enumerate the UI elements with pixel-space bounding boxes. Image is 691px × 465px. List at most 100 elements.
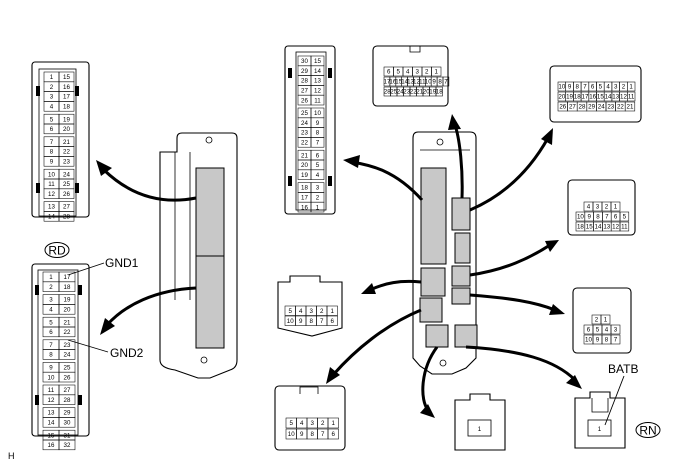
- pin-number: 12: [620, 94, 627, 101]
- pin-number: 11: [314, 97, 321, 104]
- pin-cell: [610, 334, 621, 345]
- pin-number: 3: [614, 327, 618, 334]
- pin-number: 12: [612, 224, 619, 231]
- pin-number: 17: [64, 274, 71, 281]
- pin-number: 8: [576, 84, 580, 91]
- pin-number: 18: [63, 104, 70, 111]
- pin-number: 21: [301, 152, 308, 159]
- pin-number: 18: [574, 94, 581, 101]
- pin-number: 25: [301, 110, 308, 117]
- pin-number: 11: [48, 181, 55, 188]
- pin-number: 29: [64, 410, 71, 417]
- pin-number: 8: [311, 431, 315, 438]
- pin-cell: [58, 123, 75, 135]
- pin-number: 22: [301, 140, 308, 147]
- pin-number: 21: [627, 104, 634, 111]
- pin-number: 24: [64, 352, 71, 359]
- pin-cell: [435, 86, 443, 97]
- pin-number: 9: [316, 120, 320, 127]
- pin-number: 10: [558, 84, 565, 91]
- pin-number: 18: [301, 185, 308, 192]
- pin-number: 20: [64, 307, 71, 314]
- pin-number: 6: [331, 318, 335, 325]
- pin-number: 17: [582, 94, 589, 101]
- pin-number: 22: [64, 329, 71, 336]
- pin-cell: [58, 188, 75, 199]
- pin-cell: [310, 137, 325, 148]
- pin-number: 30: [301, 58, 308, 65]
- pin-number: 26: [559, 104, 566, 111]
- pin-number: 8: [605, 337, 609, 344]
- pin-number: 6: [50, 126, 54, 133]
- pin-number: 16: [389, 79, 396, 86]
- pin-number: 19: [429, 89, 436, 96]
- rn-color-tag: RN: [635, 422, 661, 438]
- pin-number: 4: [50, 104, 54, 111]
- pin-number: 11: [419, 79, 426, 86]
- pin-cell: [627, 91, 636, 102]
- pin-number: 23: [301, 130, 308, 137]
- pin-number: 18: [577, 224, 584, 231]
- pin-number: 3: [310, 308, 314, 315]
- pin-cell: [58, 156, 75, 167]
- pin-number: 5: [397, 69, 401, 76]
- pin-number: 2: [321, 420, 325, 427]
- pin-number: 11: [48, 387, 55, 394]
- pin-number: 21: [416, 89, 423, 96]
- pin-number: 16: [589, 94, 596, 101]
- pin-cell: [58, 281, 76, 292]
- pin-number: 10: [585, 337, 592, 344]
- pin-number: 28: [64, 397, 71, 404]
- pin-number: 27: [63, 204, 70, 211]
- left-junction-block: [159, 132, 238, 379]
- pin-number: 4: [605, 327, 609, 334]
- pin-number: 26: [63, 191, 70, 198]
- pin-cell: [619, 221, 630, 232]
- pin-number: 23: [63, 159, 70, 166]
- pin-number: 20: [423, 89, 430, 96]
- pin-number: 5: [623, 214, 627, 221]
- pin-number: 24: [301, 120, 308, 127]
- pin-number: 32: [64, 442, 71, 449]
- pin-number: 12: [48, 397, 55, 404]
- pin-number: 15: [314, 58, 321, 65]
- pin-number: 1: [435, 69, 439, 76]
- pin-number: 9: [50, 159, 54, 166]
- pin-number: 10: [314, 110, 321, 117]
- pin-number: 13: [603, 224, 610, 231]
- pin-number: 28: [579, 104, 586, 111]
- pin-number: 12: [413, 79, 420, 86]
- pin-number: 20: [301, 162, 308, 169]
- pin-number: 7: [50, 139, 54, 146]
- pin-number: 8: [596, 214, 600, 221]
- pin-number: 2: [605, 204, 609, 211]
- pin-number: 11: [628, 94, 635, 101]
- pin-number: 3: [614, 84, 618, 91]
- pin-number: 8: [316, 130, 320, 137]
- pin-number: 27: [64, 387, 71, 394]
- pin-cell: [327, 428, 339, 440]
- pin-cell: [610, 201, 621, 212]
- batb-label: BATB: [608, 362, 638, 376]
- pin-number: 9: [299, 318, 303, 325]
- connector-batb-1pin: 1: [574, 391, 626, 449]
- pin-number: 5: [49, 319, 53, 326]
- pin-number: 28: [301, 78, 308, 85]
- pin-number: 13: [48, 204, 55, 211]
- pin-cell: [431, 66, 442, 77]
- pin-number: 11: [621, 224, 628, 231]
- pin-cell: [310, 201, 325, 213]
- pin-number: 27: [301, 88, 308, 95]
- rd-label: RD: [48, 244, 66, 258]
- pin-number: 9: [300, 431, 304, 438]
- pin-number: 2: [595, 317, 599, 324]
- pin-number: 15: [48, 432, 55, 439]
- pin-number: 5: [596, 327, 600, 334]
- pin-number: 7: [316, 140, 320, 147]
